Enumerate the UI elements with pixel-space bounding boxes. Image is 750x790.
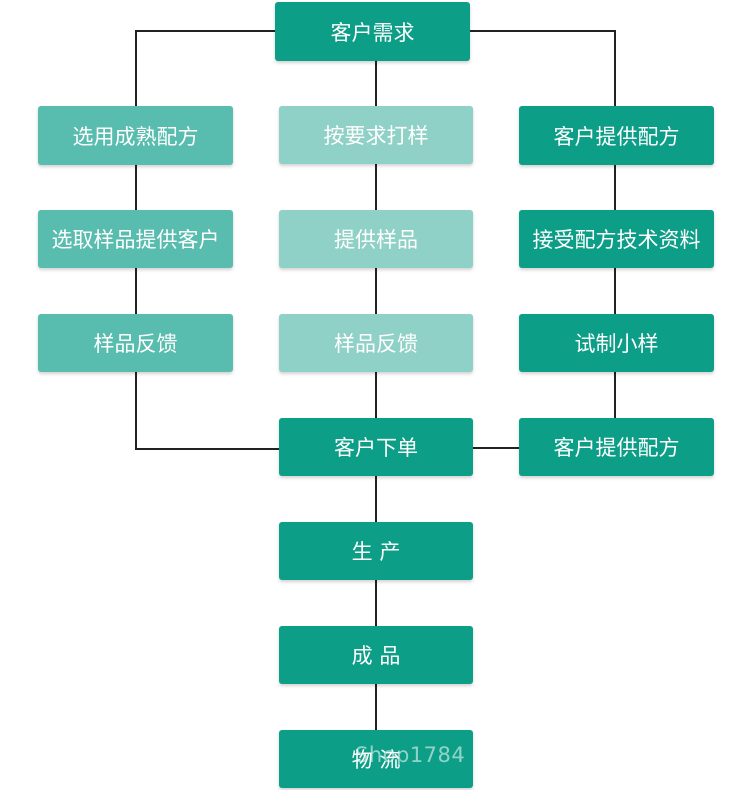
node-right-2: 接受配方技术资料: [519, 210, 714, 268]
node-right-1: 客户提供配方: [519, 106, 714, 165]
node-left-1: 选用成熟配方: [38, 106, 233, 165]
node-right-3: 试制小样: [519, 314, 714, 372]
node-middle-2: 提供样品: [279, 210, 473, 268]
node-middle-1: 按要求打样: [279, 106, 473, 164]
node-middle-3: 样品反馈: [279, 314, 473, 372]
node-finished-product: 成 品: [279, 626, 473, 684]
node-production: 生 产: [279, 522, 473, 580]
connector-left-to-order: [135, 372, 279, 450]
node-left-3: 样品反馈: [38, 314, 233, 372]
node-left-2: 选取样品提供客户: [38, 210, 233, 268]
connector-top-left: [135, 30, 275, 107]
node-customer-demand: 客户需求: [275, 2, 470, 61]
node-right-4: 客户提供配方: [519, 418, 714, 476]
node-logistics: 物 流: [279, 730, 473, 788]
connector-top-right: [470, 30, 616, 107]
node-customer-order: 客户下单: [279, 418, 473, 476]
